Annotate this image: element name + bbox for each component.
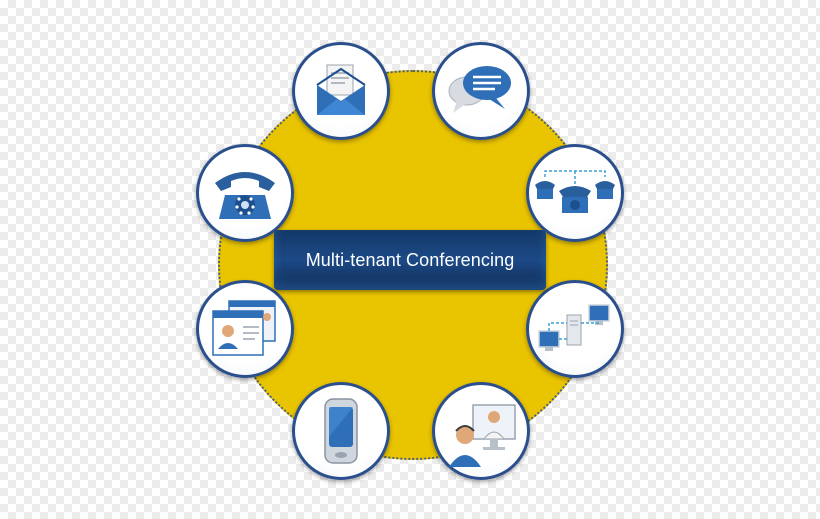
left-phone [535,181,555,199]
phone-bridge-node [526,144,624,242]
desk-phone-node [196,144,294,242]
video-call-icon [449,404,516,467]
contacts-node [196,280,294,378]
center-phone [559,186,591,213]
chat-bubbles-icon [448,66,511,113]
mobile-phone-icon [324,398,358,464]
telephone-icon [215,172,275,219]
right-phone [595,181,615,199]
chat-node [432,42,530,140]
center-label: Multi-tenant Conferencing [305,249,515,270]
email-node [292,42,390,140]
network-computers-icon [538,304,610,351]
video-node [432,382,530,480]
mobile-node [292,382,390,480]
network-node [526,280,624,378]
title-banner: Multi-tenant Conferencing [274,230,546,290]
phone-bridge-icon [535,170,615,213]
envelope-icon [316,64,366,115]
contact-cards-icon [212,300,276,356]
